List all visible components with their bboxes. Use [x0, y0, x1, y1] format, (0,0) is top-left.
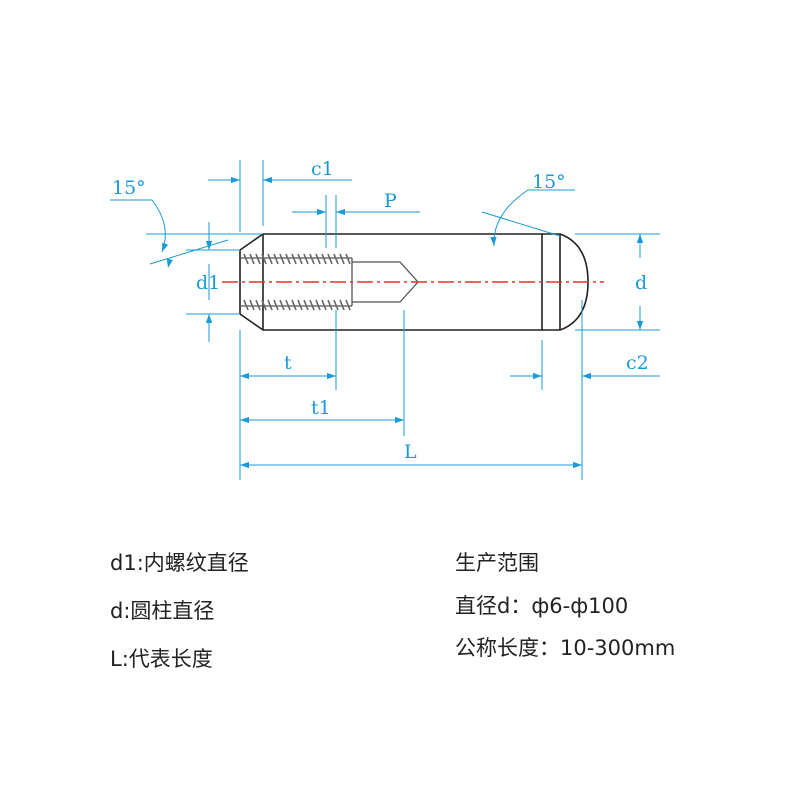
- legend-d: d:圆柱直径: [110, 599, 215, 623]
- d-label: d: [635, 272, 647, 294]
- angle-right-label: 15°: [532, 171, 566, 193]
- legend-length-range: 公称长度：10-300mm: [455, 636, 676, 660]
- legend-d1: d1:内螺纹直径: [110, 551, 249, 575]
- legend-diameter-range: 直径d：ф6-ф100: [455, 594, 629, 618]
- p-label: P: [384, 190, 397, 212]
- c1-label: c1: [311, 158, 334, 180]
- legend-l: L:代表长度: [110, 647, 213, 671]
- t-label: t: [284, 352, 292, 374]
- dimension-lines: [110, 176, 660, 469]
- thread-pattern: [243, 253, 351, 311]
- c2-label: c2: [626, 352, 649, 374]
- legend-production-range-title: 生产范围: [455, 551, 539, 575]
- l-label: L: [404, 441, 417, 463]
- extension-lines: [146, 160, 660, 480]
- d1-label: d1: [196, 272, 220, 294]
- t1-label: t1: [311, 397, 331, 419]
- angle-left-label: 15°: [112, 177, 146, 199]
